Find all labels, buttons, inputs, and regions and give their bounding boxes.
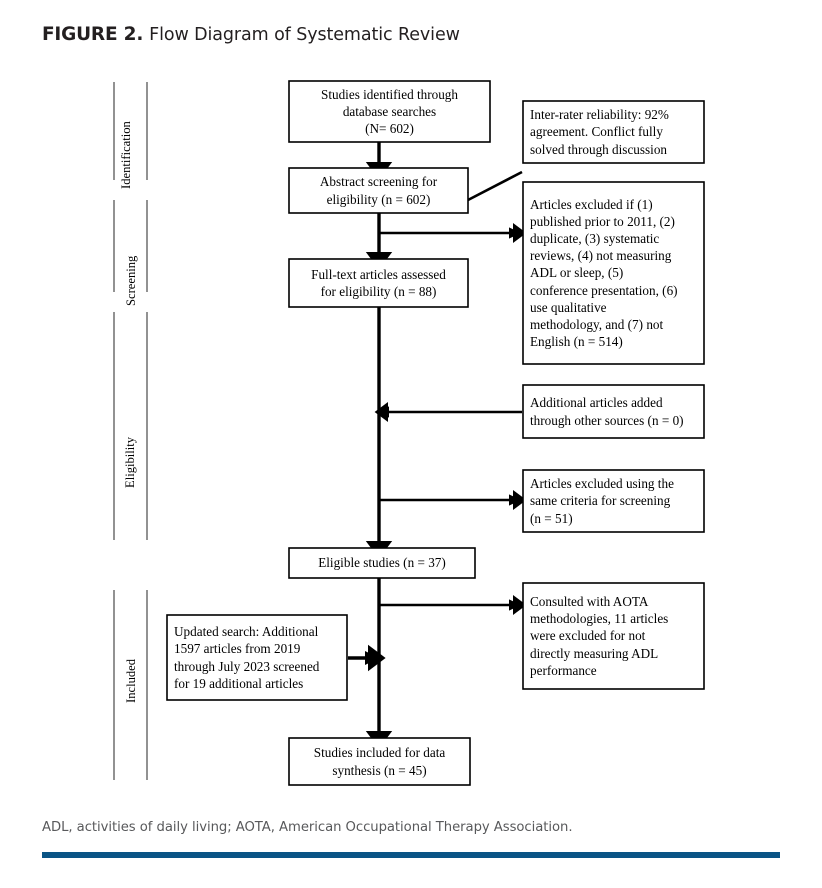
box-line: English (n = 514) <box>530 334 623 350</box>
stage-bracket-screening <box>113 200 148 292</box>
stage-label-screening-text: Screening <box>124 255 138 306</box>
box-line: through July 2023 screened <box>174 658 320 674</box>
bottom-rule <box>42 852 780 858</box>
box-line: directly measuring ADL <box>530 645 659 661</box>
stage-bracket-eligibility <box>113 312 148 540</box>
box-line: reviews, (4) not measuring <box>530 248 672 264</box>
figure-title: Flow Diagram of Systematic Review <box>149 25 460 45</box>
box-line: Studies included for data <box>313 745 446 761</box>
box-consulted-aota-rect <box>522 582 705 690</box>
box-line: Additional articles added <box>530 395 663 411</box>
box-line: Abstract screening for <box>319 174 438 190</box>
box-line: same criteria for screening <box>530 493 671 509</box>
box-additional-articles-rect <box>522 384 705 439</box>
box-line: (N= 602) <box>365 121 414 137</box>
box-additional-articles-text: Additional articles added through other … <box>530 395 684 428</box>
flow-connectors <box>348 142 527 749</box>
box-line: ADL or sleep, (5) <box>530 265 624 281</box>
box-line: synthesis (n = 45) <box>332 762 427 778</box>
box-line: solved through discussion <box>530 141 668 157</box>
figure-header: FIGURE 2. Flow Diagram of Systematic Rev… <box>42 24 782 54</box>
box-line: Updated search: Additional <box>174 624 319 640</box>
box-line: published prior to 2011, (2) <box>530 213 675 229</box>
box-line: through other sources (n = 0) <box>530 412 684 428</box>
connector-abstract-to-interrater <box>467 170 523 202</box>
box-line: performance <box>530 662 597 678</box>
box-line: for eligibility (n = 88) <box>320 284 437 299</box>
arrowhead-left-additional <box>377 406 389 418</box>
box-consulted-aota-text: Consulted with AOTA methodologies, 11 ar… <box>530 594 669 678</box>
box-eligible-studies-text: Eligible studies (n = 37) <box>318 555 446 571</box>
box-line: 1597 articles from 2019 <box>174 641 301 657</box>
box-line: Inter-rater reliability: 92% <box>530 107 669 123</box>
figure-footnote: ADL, activities of daily living; AOTA, A… <box>42 820 573 835</box>
arrowhead-right-updated <box>365 651 379 665</box>
stage-label-included: Included <box>124 658 138 703</box>
box-studies-identified-rect <box>288 80 491 143</box>
box-fulltext-assessed-rect <box>288 258 469 308</box>
box-eligible-studies-rect <box>288 547 476 579</box>
box-line: Eligible studies (n = 37) <box>318 555 446 571</box>
stage-bracket-identification <box>113 82 148 180</box>
box-line: Studies identified through <box>321 86 458 102</box>
stage-label-identification-text: Identification <box>119 121 133 189</box>
stage-label-identification: Identification <box>119 121 133 189</box>
box-included-synthesis-rect <box>288 737 471 786</box>
box-updated-search-rect <box>166 614 348 701</box>
box-inter-rater-rect <box>522 100 705 164</box>
box-line: duplicate, (3) systematic <box>530 231 660 247</box>
stage-label-screening: Screening <box>124 255 138 306</box>
prisma-flow-diagram: Identification Screening Eligibility Inc… <box>0 60 822 800</box>
box-updated-search-text: Updated search: Additional 1597 articles… <box>174 624 320 691</box>
box-line: for 19 additional articles <box>174 675 304 691</box>
box-abstract-screening-rect <box>288 167 469 214</box>
box-inter-rater-text: Inter-rater reliability: 92% agreement. … <box>530 107 669 157</box>
box-excluded-same-criteria-rect <box>522 469 705 533</box>
box-abstract-screening-text: Abstract screening for eligibility (n = … <box>319 174 438 207</box>
box-line: (n = 51) <box>530 510 573 526</box>
figure-number: FIGURE 2. <box>42 24 144 45</box>
box-included-synthesis-text: Studies included for data synthesis (n =… <box>313 745 446 778</box>
box-line: eligibility (n = 602) <box>326 191 431 207</box>
connector-arrowheads <box>365 227 521 665</box>
stage-label-eligibility-text: Eligibility <box>123 436 137 488</box>
box-line: use qualitative <box>530 299 607 315</box>
box-line: Articles excluded if (1) <box>530 196 653 212</box>
box-line: methodology, and (7) not <box>530 316 664 332</box>
box-excluded-criteria-text: Articles excluded if (1) published prior… <box>530 196 678 350</box>
box-line: agreement. Conflict fully <box>530 124 663 140</box>
box-line: methodologies, 11 articles <box>530 611 669 627</box>
box-excluded-criteria-rect <box>522 181 705 365</box>
arrowhead-right-consulted <box>509 599 521 611</box>
stage-label-eligibility: Eligibility <box>123 436 137 488</box>
box-line: Consulted with AOTA <box>530 594 649 610</box>
stage-label-included-text: Included <box>124 658 138 703</box>
stage-bracket-included <box>113 590 148 780</box>
box-studies-identified-text: Studies identified through database sear… <box>321 86 458 137</box>
box-line: were excluded for not <box>530 628 646 644</box>
box-line: conference presentation, (6) <box>530 282 678 298</box>
box-line: Full-text articles assessed <box>311 266 446 282</box>
box-excluded-same-criteria-text: Articles excluded using the same criteri… <box>530 476 674 526</box>
box-line: Articles excluded using the <box>530 476 674 492</box>
box-fulltext-assessed-text: Full-text articles assessed for eligibil… <box>311 266 446 299</box>
box-line: database searches <box>342 103 437 119</box>
arrowhead-right-excluded-same <box>509 494 521 506</box>
arrowhead-right-excluded <box>509 227 521 239</box>
